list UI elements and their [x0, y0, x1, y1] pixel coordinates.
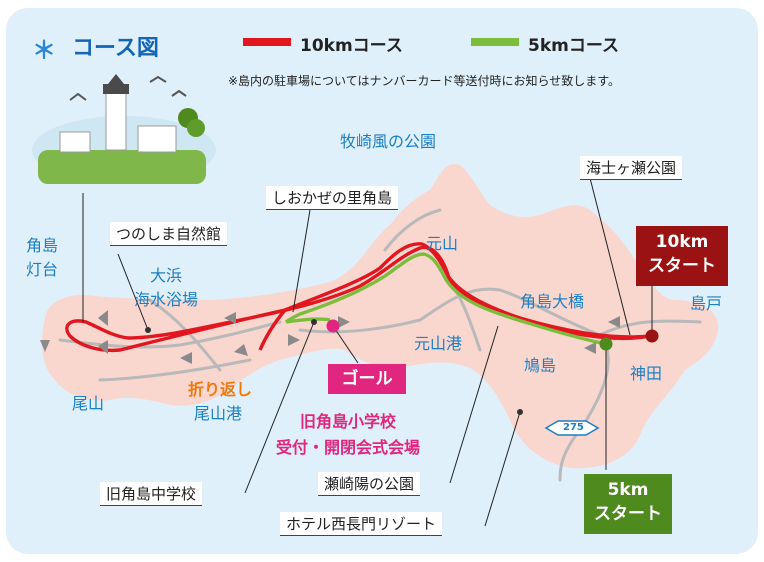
legend-swatch-10km — [243, 38, 291, 46]
start-5km-marker — [599, 337, 613, 351]
start-5km-label: スタート — [594, 504, 662, 524]
label-satotsunoshima: しおかぜの里角島 — [266, 186, 399, 210]
lighthouse-illustration — [32, 74, 216, 184]
route-number-label: 275 — [563, 422, 584, 433]
label-tsunoshima-museum: つのしま自然館 — [110, 222, 228, 246]
label-shimado: 島戸 — [690, 294, 723, 313]
goal-venue-name: 旧角島小学校 — [300, 412, 397, 431]
start-5km-box: 5km スタート — [584, 474, 672, 534]
label-lighthouse-line2: 灯台 — [26, 260, 59, 279]
label-oyama: 尾山 — [72, 394, 105, 413]
dot-hotel — [517, 409, 523, 415]
label-turnaround: 折り返し — [188, 380, 253, 399]
leader-lines — [82, 177, 653, 527]
map-title: コース図 — [72, 36, 159, 61]
route-275-shield — [544, 420, 600, 436]
start-5km-distance: 5km — [607, 480, 649, 500]
label-ohama-line1: 大浜 — [150, 266, 183, 285]
label-makizaki-park: 牧崎風の公園 — [340, 132, 437, 151]
label-sezaki-park: 瀬崎陽の公園 — [318, 472, 421, 496]
island-main — [42, 164, 719, 469]
legend-label-10km: 10kmコース — [300, 36, 403, 56]
start-10km-box: 10km スタート — [636, 226, 728, 286]
label-hotel-nishinagato: ホテル西長門リゾート — [280, 512, 443, 536]
start-10km-distance: 10km — [655, 232, 709, 252]
course-5km — [284, 252, 606, 346]
legend-label-5km: 5kmコース — [528, 36, 619, 56]
label-kanda: 神田 — [630, 364, 663, 383]
course-10km — [65, 242, 652, 353]
label-shioseze-park: 海士ヶ瀬公園 — [580, 156, 683, 180]
dot-school — [311, 319, 317, 325]
label-lighthouse-line1: 角島 — [26, 236, 59, 255]
label-ohama-line2: 海水浴場 — [134, 290, 199, 309]
title-mark-icon: ＊ — [32, 36, 56, 64]
label-motoyama-port: 元山港 — [414, 334, 463, 353]
label-hatoshima: 鳩島 — [524, 356, 557, 375]
legend-swatch-5km — [471, 38, 519, 46]
label-oyama-port: 尾山港 — [194, 404, 243, 423]
label-tsunoshima-bridge: 角島大橋 — [520, 292, 585, 311]
goal-box: ゴール — [328, 364, 406, 394]
label-motoyama: 元山 — [426, 234, 459, 253]
goal-venue-subtitle: 受付・開閉会式会場 — [276, 438, 421, 457]
goal-marker — [326, 319, 340, 333]
start-10km-marker — [645, 329, 659, 343]
parking-note: ※島内の駐車場についてはナンバーカード等送付時にお知らせ致します。 — [228, 74, 621, 88]
start-10km-label: スタート — [648, 256, 716, 276]
dot-museum — [145, 327, 151, 333]
direction-arrows — [40, 310, 620, 364]
label-old-junior-high: 旧角島中学校 — [100, 482, 203, 506]
